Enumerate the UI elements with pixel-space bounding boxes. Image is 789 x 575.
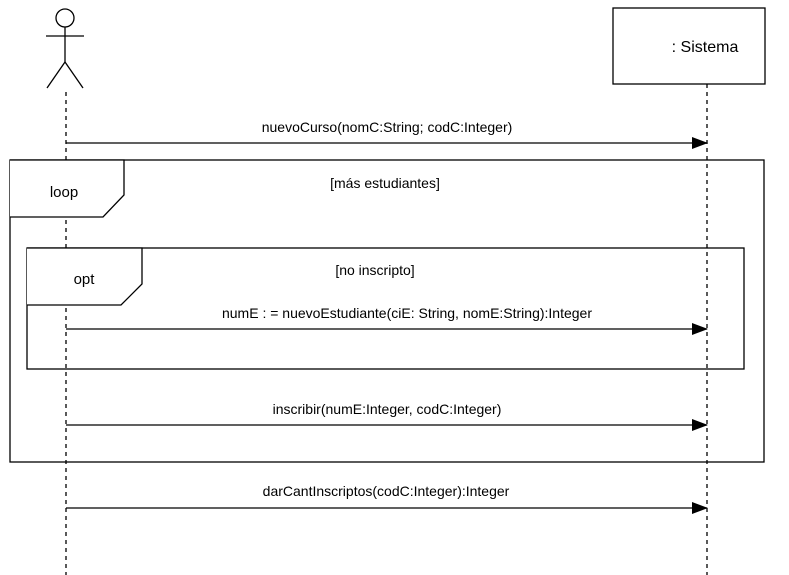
participant-box	[612, 7, 766, 85]
message-nuevo-estudiante: numE : = nuevoEstudiante(ciE: String, no…	[66, 305, 708, 335]
actor-right-leg	[64, 61, 84, 89]
opt-guard: [no inscripto]	[335, 262, 414, 278]
loop-fragment: loop [más estudiantes]	[9, 159, 765, 463]
actor-stick-figure	[46, 8, 84, 89]
actor-left-leg	[46, 61, 66, 89]
message-label: nuevoCurso(nomC:String; codC:Integer)	[262, 119, 513, 135]
message-inscribir: inscribir(numE:Integer, codC:Integer)	[66, 401, 708, 431]
message-label: numE : = nuevoEstudiante(ciE: String, no…	[222, 305, 592, 321]
loop-operator-tab	[10, 159, 125, 218]
opt-frame	[26, 247, 745, 370]
opt-operator-tab	[27, 247, 143, 306]
participant-name: : Sistema	[672, 39, 739, 56]
actor-head	[55, 8, 75, 28]
loop-frame	[9, 159, 765, 463]
participant-sistema: : Sistema	[612, 7, 766, 85]
loop-guard: [más estudiantes]	[330, 175, 440, 191]
loop-operator-label: loop	[50, 184, 78, 201]
message-label: inscribir(numE:Integer, codC:Integer)	[273, 401, 502, 417]
message-dar-cant-inscriptos: darCantInscriptos(codC:Integer):Integer	[66, 483, 708, 514]
opt-operator-label: opt	[74, 271, 96, 288]
message-nuevo-curso: nuevoCurso(nomC:String; codC:Integer)	[66, 119, 708, 149]
opt-fragment: opt [no inscripto]	[26, 247, 745, 370]
message-label: darCantInscriptos(codC:Integer):Integer	[263, 483, 510, 499]
